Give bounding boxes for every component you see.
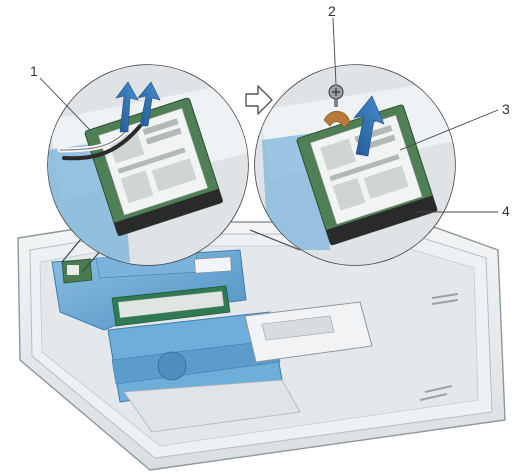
callout-number-4: 4 [502, 203, 510, 219]
wlan-card-small [62, 259, 92, 283]
right-hollow-arrow-icon [246, 86, 272, 114]
callout-number-1: 1 [30, 63, 38, 79]
callout-number-3: 3 [502, 101, 510, 117]
callout-number-2: 2 [328, 3, 336, 19]
